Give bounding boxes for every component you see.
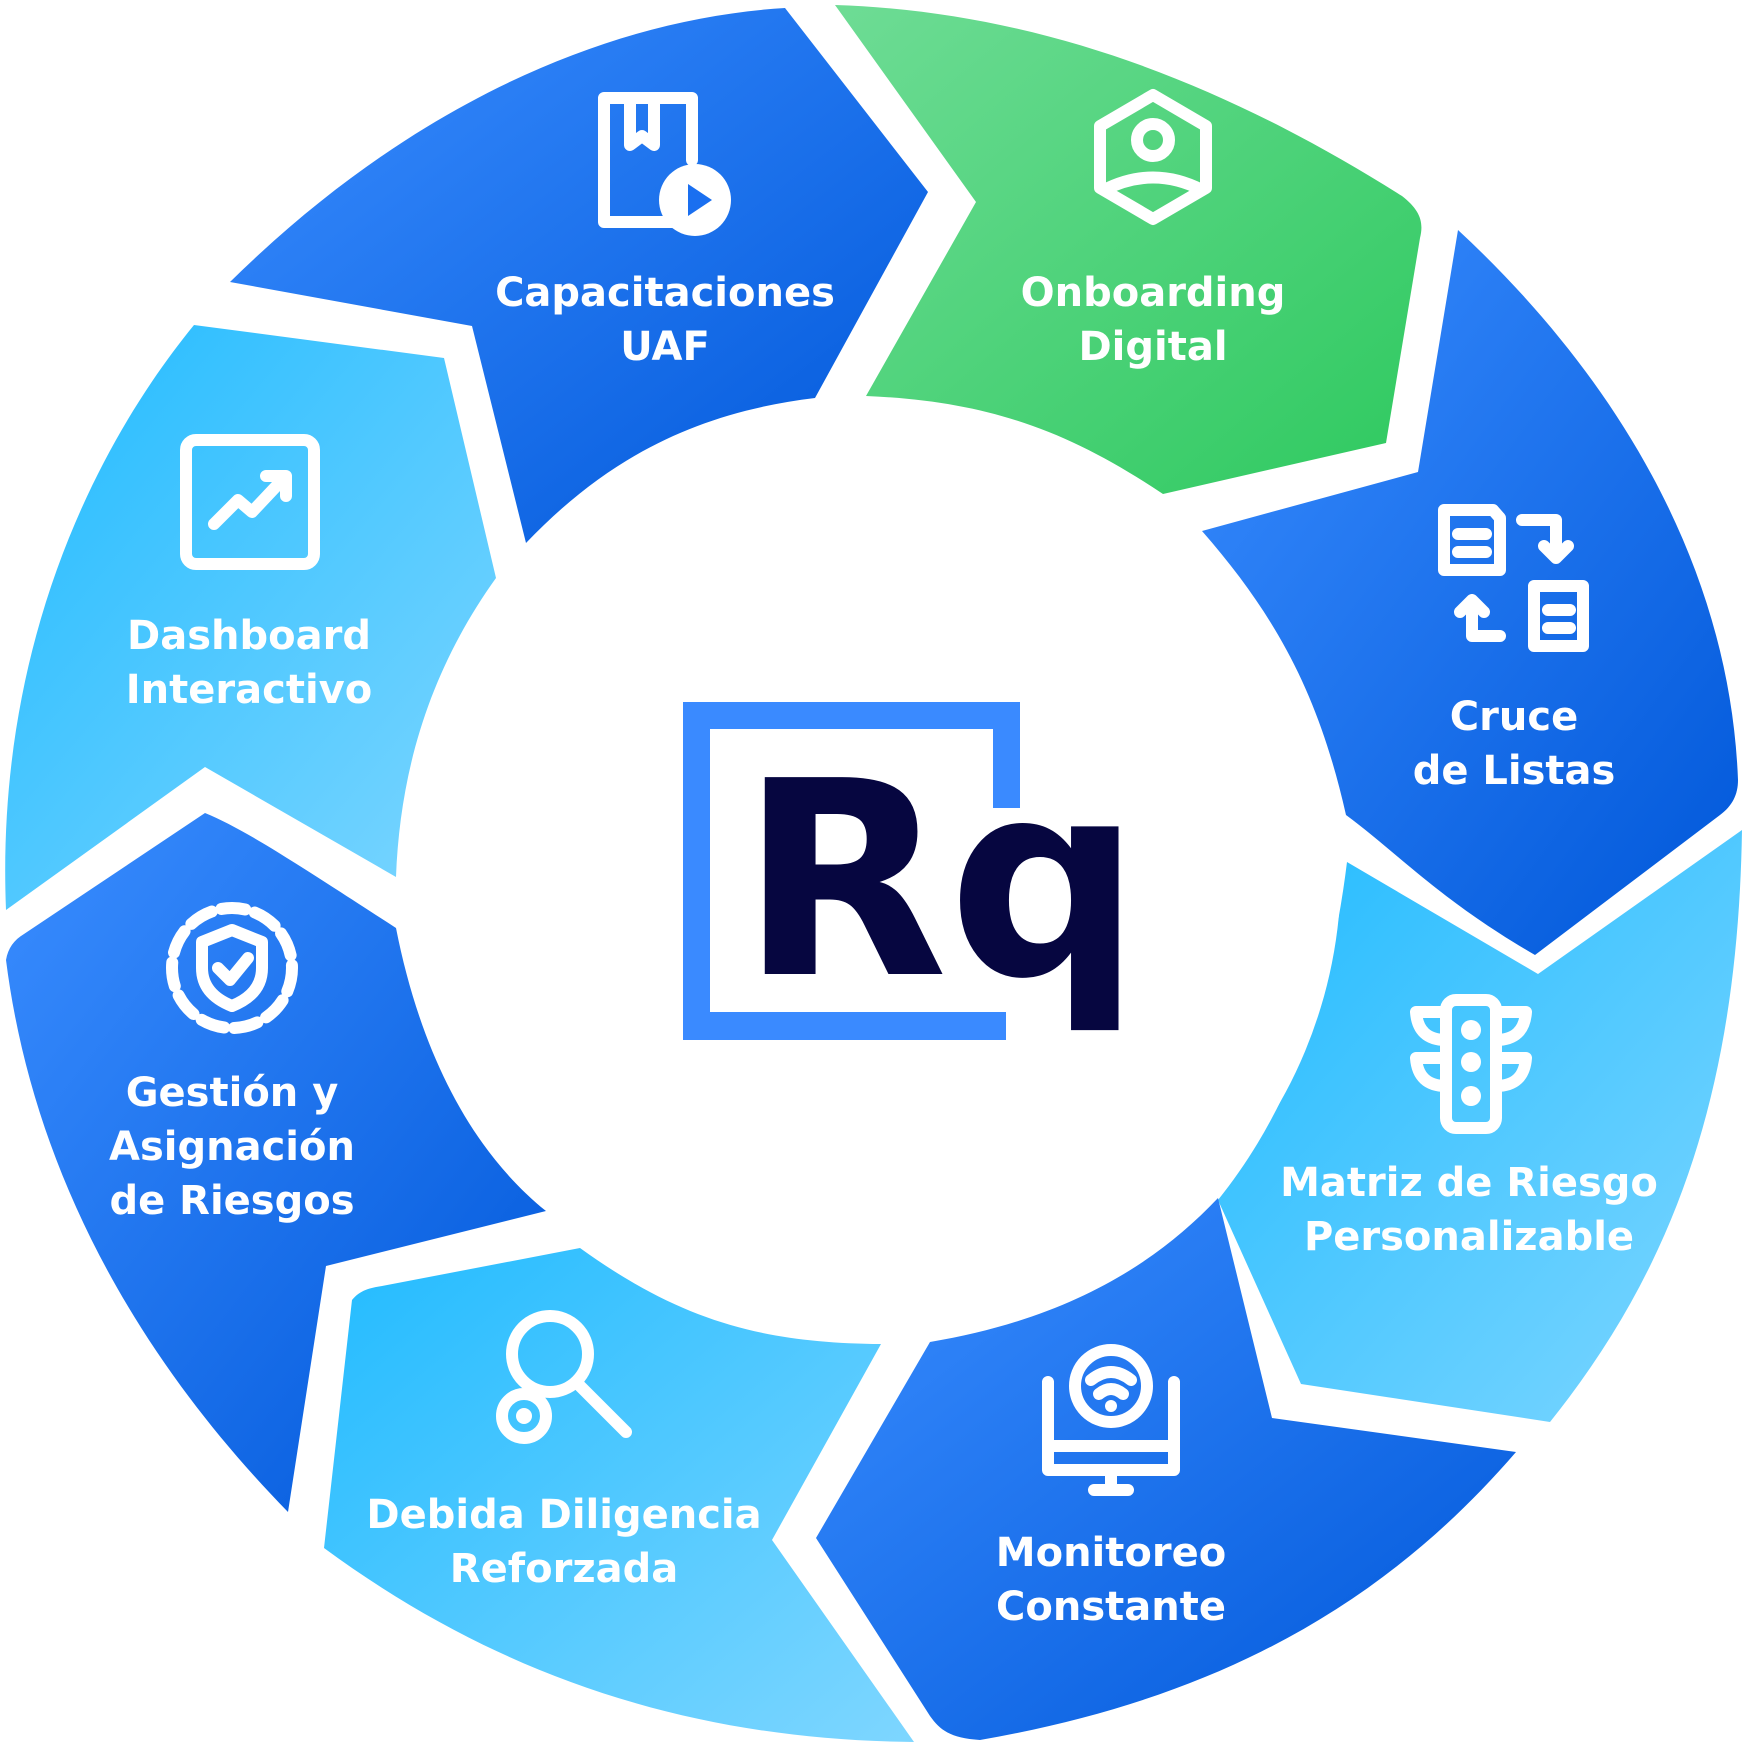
- segment-gestion: [6, 813, 546, 1512]
- segment-capacitaciones: [230, 8, 928, 543]
- monitor-wifi-icon: [1042, 1344, 1180, 1496]
- segment-label-line: Onboarding: [1021, 270, 1286, 316]
- segments: [5, 5, 1742, 1742]
- segment-label-line: Cruce: [1450, 694, 1578, 740]
- segment-label-line: Reforzada: [450, 1546, 678, 1592]
- logo-text: Rq: [740, 723, 1141, 1038]
- segment-debida: [324, 1248, 914, 1742]
- segment-dashboard: [5, 325, 496, 910]
- segment-label-line: Constante: [996, 1584, 1226, 1630]
- segment-label-line: Asignación: [109, 1124, 355, 1170]
- segment-label-line: Interactivo: [126, 667, 372, 713]
- segment-label-cruce: Cruce de Listas: [1413, 694, 1616, 794]
- segment-label-line: Monitoreo: [996, 1530, 1226, 1576]
- video-book-icon: [598, 92, 731, 236]
- segment-label-line: Personalizable: [1304, 1214, 1634, 1260]
- segment-label-line: UAF: [620, 324, 710, 370]
- segment-label-line: Capacitaciones: [495, 270, 835, 316]
- logo: Rq: [683, 702, 1141, 1040]
- segment-label-line: Dashboard: [127, 613, 371, 659]
- segment-label-line: de Listas: [1413, 748, 1616, 794]
- shield-gear-icon: [166, 902, 298, 1034]
- segment-label-line: Matriz de Riesgo: [1280, 1160, 1658, 1206]
- search-gear-icon: [496, 1310, 632, 1444]
- user-hexagon-icon: [1094, 89, 1212, 225]
- segment-label-line: Debida Diligencia: [366, 1492, 761, 1538]
- segment-label-line: Digital: [1078, 324, 1227, 370]
- center-disc: [401, 401, 1341, 1341]
- document-swap-icon: [1438, 504, 1589, 652]
- segment-cruce: [1202, 230, 1738, 955]
- chart-trend-icon: [180, 434, 320, 570]
- segment-onboarding: [835, 5, 1422, 494]
- segment-label-line: Gestión y: [126, 1070, 339, 1116]
- traffic-light-icon: [1410, 994, 1532, 1134]
- segment-label-gestion: Gestión y Asignación de Riesgos: [109, 1070, 355, 1224]
- segment-label-line: de Riesgos: [109, 1178, 354, 1224]
